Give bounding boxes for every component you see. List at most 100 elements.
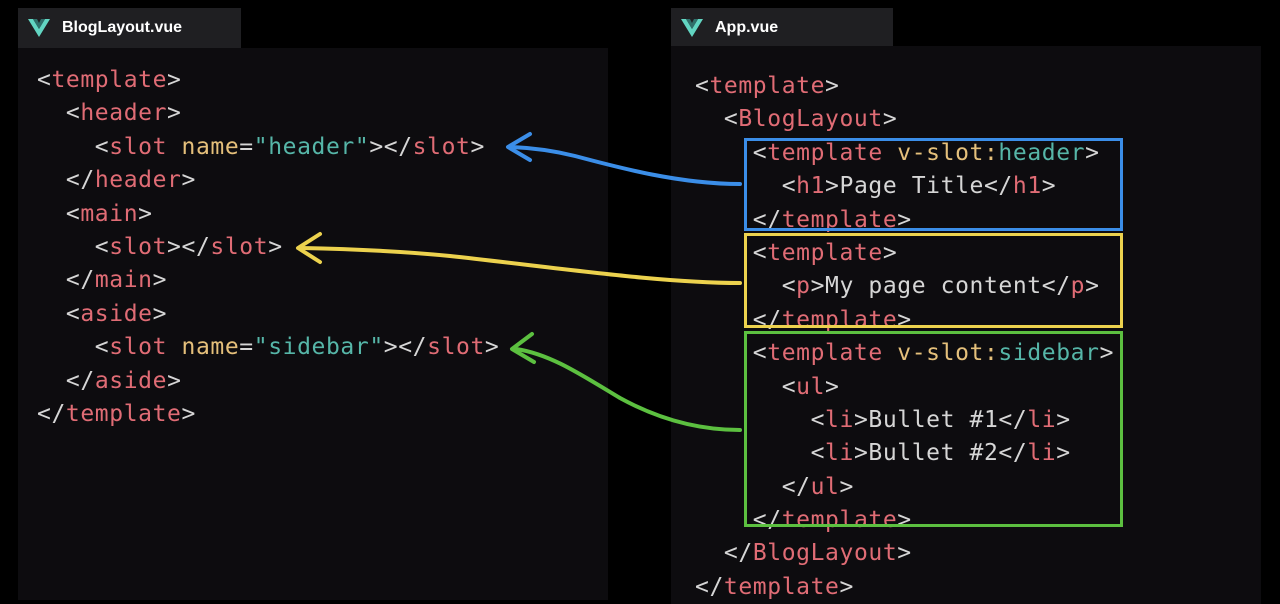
- code-attr: name: [181, 334, 240, 361]
- code-tag: aside: [94, 367, 168, 394]
- code-punct: >: [853, 440, 869, 467]
- sidebar-slot-highlight: [744, 331, 1123, 527]
- code-line: <li>Bullet #1</li>: [695, 404, 1114, 437]
- code-line: </main>: [37, 264, 499, 297]
- code-punct: <: [752, 139, 768, 166]
- code-line: </ul>: [695, 471, 1114, 504]
- code-punct: <: [723, 106, 739, 133]
- code-line: <template v-slot:header>: [695, 137, 1114, 170]
- code-text: [695, 106, 724, 132]
- code-text: [37, 368, 66, 394]
- code-text: [37, 267, 66, 293]
- code-string: sidebar: [998, 340, 1100, 367]
- code-line: </template>: [37, 398, 499, 431]
- code-punct: >: [167, 67, 182, 93]
- code-punct: <: [810, 406, 826, 433]
- code-punct: <: [752, 340, 768, 367]
- code-punct: <: [37, 67, 52, 93]
- code-punct: </: [781, 473, 811, 500]
- code-line: <li>Bullet #2</li>: [695, 437, 1114, 470]
- code-tag: template: [781, 507, 898, 534]
- code-punct: >: [839, 573, 854, 600]
- code-punct: >: [484, 334, 500, 361]
- tab-label: BlogLayout.vue: [62, 19, 183, 36]
- code-text: [37, 201, 66, 227]
- code-tag: h1: [1012, 173, 1042, 200]
- code-tag: li: [1027, 406, 1057, 433]
- code-attr: name: [181, 133, 240, 160]
- code-line: <template>: [37, 64, 499, 97]
- code-punct: <: [94, 233, 110, 260]
- code-punct: >: [825, 173, 840, 200]
- code-punct: >: [1056, 440, 1071, 467]
- code-tag: ul: [796, 373, 826, 400]
- code-punct: >: [882, 106, 898, 133]
- code-line: <template v-slot:sidebar>: [695, 337, 1114, 370]
- code-punct: </: [752, 306, 782, 333]
- code-line: </header>: [37, 164, 499, 197]
- code-text: [37, 134, 95, 160]
- code-punct: >: [138, 200, 153, 227]
- code-tag: li: [1027, 440, 1057, 467]
- code-punct: >: [853, 406, 869, 433]
- code-punct: ></: [369, 133, 413, 160]
- code-line: <template>: [695, 70, 1114, 103]
- code-text: [167, 334, 181, 360]
- code-tag: li: [825, 440, 854, 467]
- code-tag: slot: [109, 233, 168, 260]
- code-tag: main: [94, 267, 153, 294]
- code-punct: >: [181, 400, 196, 427]
- code-string: "sidebar": [253, 334, 384, 361]
- code-line: <slot name="header"></slot>: [37, 131, 499, 164]
- code-punct: >: [810, 273, 826, 300]
- code-punct: </: [65, 167, 95, 194]
- code-punct: </: [37, 400, 66, 427]
- code-line: <header>: [37, 97, 499, 130]
- code-punct: >: [152, 300, 168, 327]
- tab-bloglayout[interactable]: BlogLayout.vue: [18, 8, 241, 48]
- code-tag: template: [781, 306, 898, 333]
- code-punct: </: [998, 406, 1028, 433]
- code-line: <BlogLayout>: [695, 103, 1114, 136]
- code-string: header: [998, 139, 1086, 166]
- bloglayout-code: <template> <header> <slot name="header">…: [37, 64, 499, 431]
- code-punct: </: [998, 440, 1028, 467]
- code-punct: >: [825, 373, 840, 400]
- code-tag: template: [767, 139, 883, 166]
- code-punct: <: [65, 100, 81, 127]
- code-punct: =: [239, 334, 254, 361]
- code-tag: template: [65, 400, 182, 427]
- tab-app[interactable]: App.vue: [671, 8, 893, 48]
- code-tag: slot: [427, 334, 485, 361]
- code-punct: <: [94, 133, 110, 160]
- code-tag: template: [51, 67, 168, 93]
- code-punct: >: [1041, 173, 1057, 200]
- code-punct: >: [1085, 139, 1100, 166]
- code-punct: </: [65, 267, 95, 294]
- code-punct: ></: [383, 334, 428, 361]
- code-text: Bullet #1: [868, 406, 999, 433]
- code-punct: <: [695, 73, 710, 99]
- code-line: <slot name="sidebar"></slot>: [37, 331, 499, 364]
- code-punct: >: [897, 206, 912, 233]
- code-tag: h1: [796, 173, 826, 200]
- code-tag: template: [767, 239, 883, 266]
- code-line: <p>My page content</p>: [695, 270, 1114, 303]
- code-line: <template>: [695, 237, 1114, 270]
- code-text: [37, 334, 95, 360]
- code-punct: </: [752, 507, 782, 534]
- code-text: Bullet #2: [868, 440, 999, 467]
- code-punct: >: [897, 540, 912, 567]
- code-line: <aside>: [37, 298, 499, 331]
- code-punct: >: [882, 239, 898, 266]
- code-line: </aside>: [37, 365, 499, 398]
- code-punct: >: [167, 367, 182, 394]
- code-punct: <: [781, 173, 797, 200]
- code-line: </template>: [695, 571, 1114, 604]
- code-text: My page content: [825, 273, 1042, 300]
- code-tag: ul: [810, 473, 840, 500]
- default-slot-highlight: [744, 233, 1123, 328]
- code-tag: slot: [109, 334, 168, 361]
- code-punct: ></: [167, 233, 211, 260]
- code-punct: >: [181, 167, 196, 194]
